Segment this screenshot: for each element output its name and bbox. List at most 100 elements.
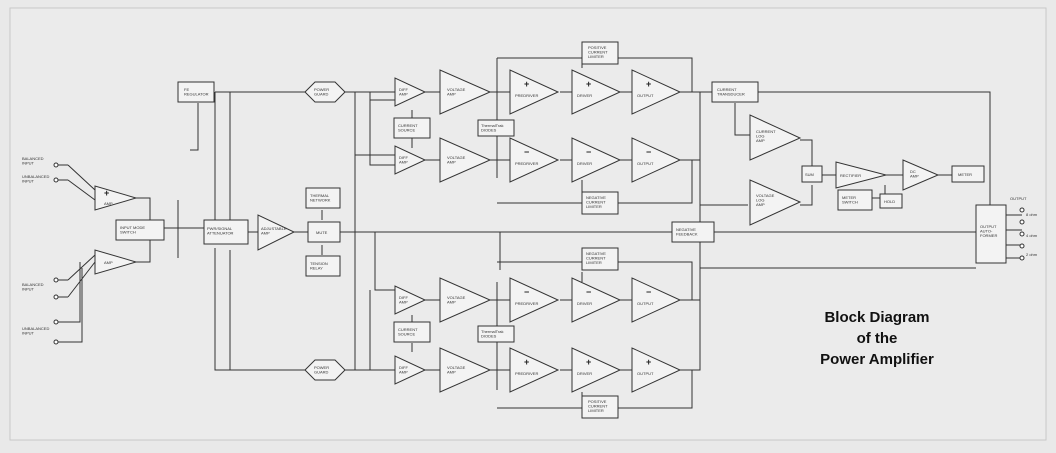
driver-label: DRIVER bbox=[577, 301, 592, 306]
output-terminals bbox=[1019, 207, 1025, 261]
output-terminal bbox=[1019, 231, 1025, 237]
power-guard-bottom bbox=[304, 359, 346, 381]
driver-label: DRIVER bbox=[577, 161, 592, 166]
input-terminal bbox=[53, 319, 59, 325]
driver-stage bbox=[571, 347, 622, 393]
pwr-signal-attenuator bbox=[203, 219, 249, 245]
output-terminal bbox=[1019, 207, 1025, 213]
thermaltrak-top bbox=[477, 119, 515, 137]
input-terminal bbox=[53, 294, 59, 300]
predriver-polarity: − bbox=[524, 147, 529, 157]
output-8ohm: 8 ohm bbox=[1026, 212, 1038, 217]
negative-current-limiter-top bbox=[581, 191, 619, 215]
predriver-stage bbox=[509, 69, 560, 115]
input-amp-bottom bbox=[94, 249, 138, 275]
mute-block bbox=[307, 221, 341, 243]
svg-text:AMP: AMP bbox=[104, 260, 113, 265]
current-log-amp bbox=[749, 114, 802, 161]
tension-relay bbox=[305, 255, 341, 277]
predriver-label: PREDRIVER bbox=[515, 161, 538, 166]
predriver-label: PREDRIVER bbox=[515, 301, 538, 306]
driver-stage bbox=[571, 69, 622, 115]
sum-label: SUM bbox=[805, 172, 814, 177]
output-polarity: + bbox=[646, 79, 651, 89]
output-terminal bbox=[1019, 255, 1025, 261]
output-stages: + PREDRIVER + DRIVER + OUTPUT − PREDRIVER − DRIVE… bbox=[509, 69, 682, 393]
fe-regulator bbox=[177, 81, 215, 103]
output-terminal bbox=[1019, 243, 1025, 249]
negative-feedback bbox=[671, 221, 715, 243]
output-polarity: − bbox=[646, 287, 651, 297]
output-label: OUTPUT bbox=[637, 161, 654, 166]
sum-block bbox=[801, 165, 823, 183]
meter-switch bbox=[837, 189, 873, 211]
current-source-top bbox=[393, 117, 431, 139]
rectifier-label: RECTIFIER bbox=[840, 173, 861, 178]
output-stage bbox=[631, 347, 682, 393]
voltage-amp bbox=[439, 277, 492, 323]
output-4ohm: 4 ohm bbox=[1026, 233, 1038, 238]
output-stage bbox=[631, 69, 682, 115]
driver-polarity: − bbox=[586, 147, 591, 157]
rectifier bbox=[835, 161, 888, 189]
thermal-network bbox=[305, 187, 341, 209]
hold-label: HOLD bbox=[884, 199, 895, 204]
hold-block bbox=[879, 193, 903, 209]
input-terminal bbox=[53, 277, 59, 283]
output-label: OUTPUT bbox=[637, 301, 654, 306]
driver-polarity: − bbox=[586, 287, 591, 297]
driver-polarity: + bbox=[586, 79, 591, 89]
adjustable-amp bbox=[257, 214, 296, 251]
positive-current-limiter-top bbox=[581, 41, 619, 65]
voltage-amp bbox=[439, 137, 492, 183]
input-terminals bbox=[53, 162, 59, 345]
predriver-polarity: − bbox=[524, 287, 529, 297]
input-terminal bbox=[53, 339, 59, 345]
title-line-2: of the bbox=[857, 330, 898, 347]
voltage-amp bbox=[439, 69, 492, 115]
meter-label: METER bbox=[958, 172, 972, 177]
title-line-1: Block Diagram bbox=[824, 309, 929, 326]
power-guard-top bbox=[304, 81, 346, 103]
current-source-bottom bbox=[393, 321, 431, 343]
driver-stage bbox=[571, 137, 622, 183]
driver-polarity: + bbox=[586, 357, 591, 367]
positive-current-limiter-bottom bbox=[581, 395, 619, 419]
voltage-amp bbox=[439, 347, 492, 393]
output-stage bbox=[631, 277, 682, 323]
